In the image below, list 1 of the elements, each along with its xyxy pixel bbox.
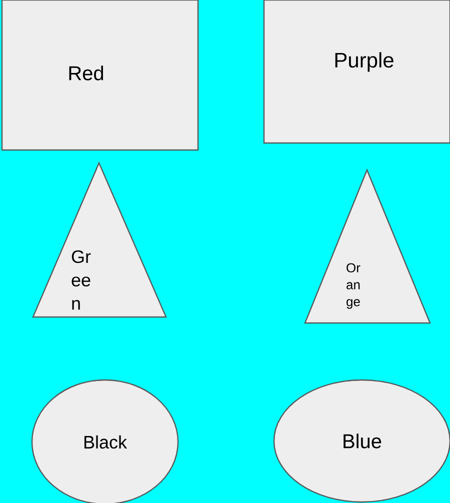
- rectangle-box: Purple: [263, 0, 450, 144]
